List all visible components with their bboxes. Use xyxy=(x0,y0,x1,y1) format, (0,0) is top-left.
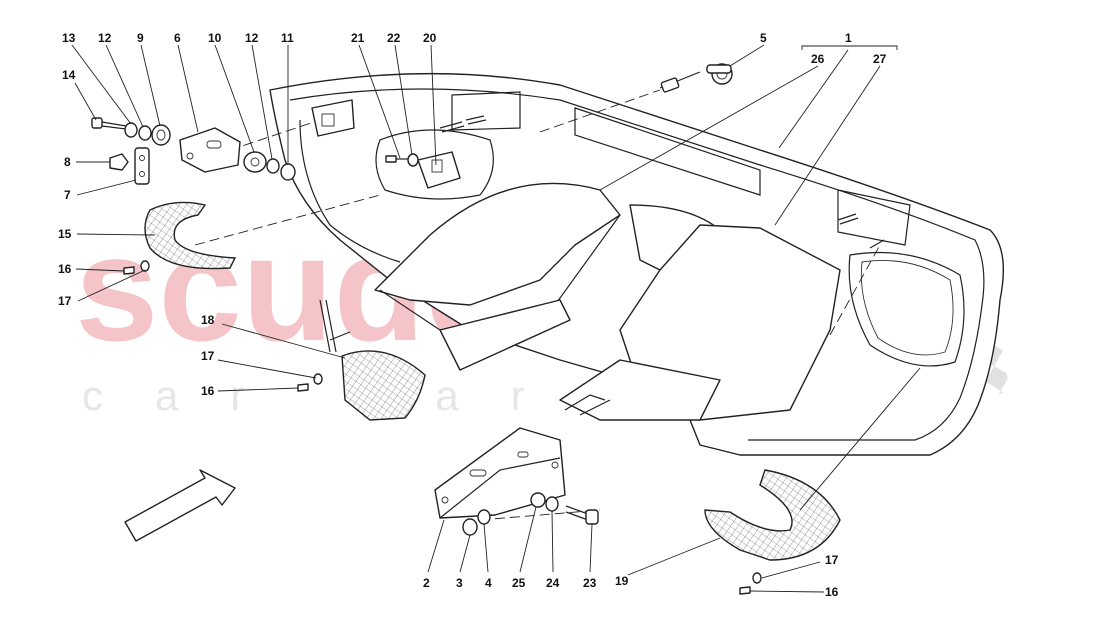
callout-7: 7 xyxy=(64,188,71,202)
callout-23: 23 xyxy=(583,576,597,590)
washer-13 xyxy=(124,122,138,138)
screw-16-right xyxy=(739,586,751,595)
callout-16: 16 xyxy=(825,585,839,599)
callout-labels: 13 12 9 6 10 12 11 14 8 7 15 16 17 21 22… xyxy=(58,31,887,599)
callout-2: 2 xyxy=(423,576,430,590)
callout-15: 15 xyxy=(58,227,72,241)
callout-9: 9 xyxy=(137,31,144,45)
callout-16: 16 xyxy=(58,262,72,276)
group-bracket-1 xyxy=(801,45,898,50)
callout-11: 11 xyxy=(281,31,294,45)
callout-27: 27 xyxy=(873,52,887,66)
grille-18 xyxy=(341,350,426,421)
grille-19 xyxy=(704,469,841,561)
washer-12-right xyxy=(266,158,280,174)
callout-17: 17 xyxy=(201,349,215,363)
bolt-23 xyxy=(565,505,599,525)
mount-bracket-upper xyxy=(311,99,355,137)
screw-16-left xyxy=(123,266,135,275)
bolt-14 xyxy=(91,117,127,130)
washer-25 xyxy=(530,492,546,508)
screw-16-mid xyxy=(297,383,309,392)
callout-5: 5 xyxy=(760,31,767,45)
leader-lines xyxy=(71,44,921,593)
washer-17-right xyxy=(752,572,762,584)
callout-12: 12 xyxy=(245,31,259,45)
callout-1: 1 xyxy=(845,31,852,45)
callout-12: 12 xyxy=(98,31,112,45)
callout-21: 21 xyxy=(351,31,365,45)
callout-14: 14 xyxy=(62,68,76,82)
washer-24 xyxy=(545,496,559,512)
washer-12-left xyxy=(138,125,152,141)
washer-4 xyxy=(477,509,491,525)
callout-6: 6 xyxy=(174,31,181,45)
callout-20: 20 xyxy=(423,31,437,45)
nut-8 xyxy=(109,153,129,171)
bolt-22 xyxy=(385,155,408,163)
washer-17-mid xyxy=(313,373,323,385)
callout-17: 17 xyxy=(825,553,839,567)
callout-17: 17 xyxy=(58,294,72,308)
callout-22: 22 xyxy=(387,31,401,45)
nut-9 xyxy=(151,124,171,146)
cable-5 xyxy=(659,63,733,93)
callout-4: 4 xyxy=(485,576,492,590)
bracket-6 xyxy=(179,127,241,173)
plate-7 xyxy=(134,147,150,185)
callout-13: 13 xyxy=(62,31,76,45)
callout-25: 25 xyxy=(512,576,526,590)
nut-11 xyxy=(280,163,296,181)
washer-21 xyxy=(407,153,419,167)
callout-16: 16 xyxy=(201,384,215,398)
callout-19: 19 xyxy=(615,574,629,588)
nut-3 xyxy=(462,518,478,536)
studs-upper xyxy=(439,115,885,249)
assembly-lines xyxy=(194,89,881,521)
grille-15 xyxy=(144,201,237,270)
washer-17-left xyxy=(140,260,150,272)
callout-3: 3 xyxy=(456,576,463,590)
bracket-20 xyxy=(417,151,461,189)
front-direction-arrow xyxy=(124,469,236,542)
clip-10 xyxy=(243,151,267,173)
callout-10: 10 xyxy=(208,31,222,45)
callout-24: 24 xyxy=(546,576,560,590)
rod-18 xyxy=(319,299,351,353)
callout-8: 8 xyxy=(64,155,71,169)
callout-18: 18 xyxy=(201,313,215,327)
callout-26: 26 xyxy=(811,52,825,66)
